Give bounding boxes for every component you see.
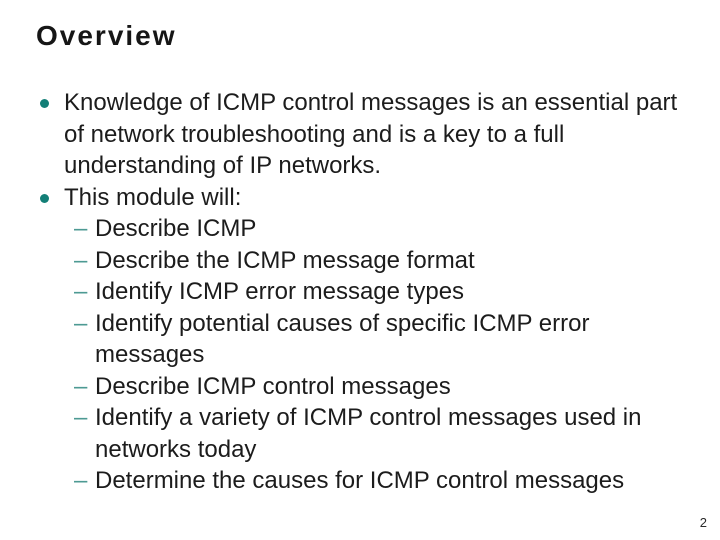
sub-bullet-text: Identify a variety of ICMP control messa… bbox=[95, 404, 642, 463]
list-item: – Determine the causes for ICMP control … bbox=[74, 465, 684, 497]
slide-title: Overview bbox=[36, 20, 177, 51]
bullet-text: This module will: bbox=[64, 183, 242, 211]
bullet-icon bbox=[40, 193, 49, 203]
list-item: – Identify ICMP error message types bbox=[74, 276, 684, 308]
dash-icon: – bbox=[74, 278, 88, 305]
list-item: – Describe ICMP control messages bbox=[74, 371, 684, 403]
list-item: – Describe ICMP bbox=[74, 213, 684, 245]
dash-icon: – bbox=[74, 215, 88, 242]
bullet-item: This module will: bbox=[38, 182, 684, 214]
slide-body: Knowledge of ICMP control messages is an… bbox=[38, 87, 684, 497]
sub-bullet-text: Describe the ICMP message format bbox=[95, 246, 475, 274]
bullet-icon bbox=[40, 99, 49, 108]
sub-bullet-text: Describe ICMP bbox=[95, 215, 257, 242]
sub-bullet-list: – Describe ICMP – Describe the ICMP mess… bbox=[74, 213, 684, 497]
bullet-item: Knowledge of ICMP control messages is an… bbox=[38, 87, 684, 182]
sub-bullet-text: Identify potential causes of specific IC… bbox=[95, 309, 590, 369]
list-item: – Identify a variety of ICMP control mes… bbox=[74, 402, 684, 465]
dash-icon: – bbox=[74, 246, 88, 274]
dash-icon: – bbox=[74, 372, 88, 400]
dash-icon: – bbox=[74, 309, 88, 337]
sub-bullet-text: Identify ICMP error message types bbox=[95, 278, 465, 305]
sub-bullet-text: Describe ICMP control messages bbox=[95, 372, 451, 400]
list-item: – Describe the ICMP message format bbox=[74, 245, 684, 277]
list-item: – Identify potential causes of specific … bbox=[74, 308, 684, 371]
dash-icon: – bbox=[74, 467, 88, 494]
sub-bullet-text: Determine the causes for ICMP control me… bbox=[95, 467, 625, 494]
page-number: 2 bbox=[699, 515, 707, 530]
dash-icon: – bbox=[74, 404, 88, 431]
bullet-text: Knowledge of ICMP control messages is an… bbox=[64, 89, 678, 179]
